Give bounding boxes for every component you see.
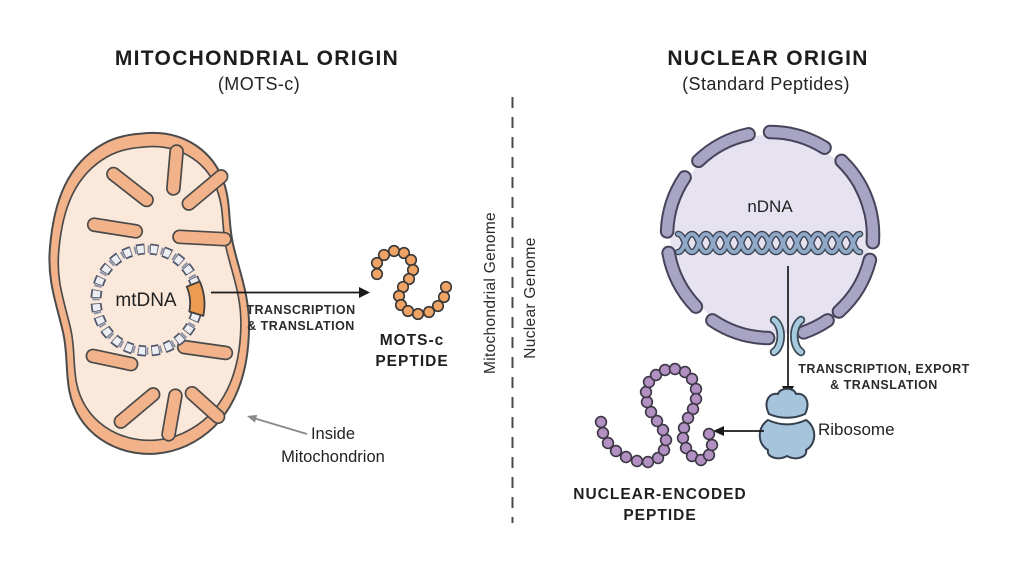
peptide-bead [422,305,436,319]
peptide-bead [650,414,664,428]
ribosome-label: Ribosome [818,420,895,439]
peptide-bead [659,433,673,447]
mtdna-label: mtDNA [115,290,177,311]
peptide-bead [439,280,453,294]
peptide-bead [387,244,401,258]
peptide-bead [601,436,615,450]
annotation-line1: Inside [310,425,356,443]
crista [172,229,232,247]
peptide-bead [401,304,415,318]
peptide-label-line1: NUCLEAR-ENCODED [573,486,747,503]
peptide-label-line2: PEPTIDE [623,507,697,524]
peptide-bead [644,405,658,419]
annotation-line2: Mitochondrion [281,448,385,466]
peptide-bead [609,444,623,458]
peptide-bead [630,454,644,468]
crista [166,144,184,196]
peptide-bead [411,307,425,321]
peptide-bead [657,443,671,457]
crista [86,217,144,239]
crista [184,385,226,425]
process-label-line2: & TRANSLATION [830,378,938,392]
peptide-bead [431,299,445,313]
left-panel-subtitle: (MOTS-c) [217,74,301,94]
cristae-group [85,144,234,442]
nuclear-envelope [661,126,879,344]
right-panel-title: NUCLEAR ORIGIN [667,47,869,70]
transcription-export-label: TRANSCRIPTION, EXPORT & TRANSLATION [798,361,970,393]
crista [181,169,229,211]
peptide-bead [705,438,719,452]
peptide-bead [702,427,716,441]
peptide-bead [685,372,699,386]
mitochondrion-illustration [48,131,251,455]
peptide-bead [702,448,716,462]
nuclear-genome-label: Nuclear Genome [522,237,539,359]
transcription-translation-label: TRANSCRIPTION & TRANSLATION [246,302,355,334]
peptide-bead [437,290,451,304]
nuclear-encoded-peptide-label: NUCLEAR-ENCODED PEPTIDE [573,484,746,526]
ndna-helix-icon [674,230,864,256]
arrowhead [359,287,370,298]
process-label-line2: & TRANSLATION [247,319,355,333]
peptide-bead [370,256,384,270]
peptide-bead [656,423,670,437]
right-panel-subtitle: (Standard Peptides) [682,74,850,94]
transcription-translation-arrow [211,287,370,298]
ndna-label: nDNA [747,197,793,216]
inside-mitochondrion-arrow [247,414,308,435]
peptide-label-line1: MOTS-c [379,332,445,349]
peptide-bead [594,415,608,429]
peptide-bead [677,421,691,435]
crista [106,166,154,208]
peptide-label-line2: PEPTIDE [375,353,449,370]
mitochondrial-genome-label: Mitochondrial Genome [482,212,499,374]
crista [176,339,234,361]
peptide-bead [596,426,610,440]
mtdna-orange-segment [185,280,206,317]
peptide-bead [651,451,665,465]
ribosome-to-peptide-arrow [713,426,764,436]
peptide-bead [658,363,672,377]
peptide-bead [397,246,411,260]
crista [161,388,183,442]
peptide-bead [679,441,693,455]
crista [85,348,139,372]
peptide-bead [404,253,418,267]
arrowhead [713,426,724,436]
arrowhead [247,414,258,423]
peptide-bead [640,395,654,409]
peptide-bead [689,392,703,406]
peptide-bead [619,450,633,464]
motsc-peptide-icon [370,244,453,321]
process-label-line1: TRANSCRIPTION [246,303,356,317]
motsc-peptide-label: MOTS-c PEPTIDE [375,330,448,372]
peptide-bead [377,248,391,262]
ribosome-icon [758,387,816,460]
peptide-bead [641,455,655,469]
inside-mitochondrion-label: Inside Mitochondrion [281,423,385,469]
process-label-line1: TRANSCRIPTION, EXPORT [798,362,970,376]
left-panel-title: MITOCHONDRIAL ORIGIN [114,47,400,70]
nucleus-illustration [659,124,881,357]
nuclear-pore-icon [769,315,806,357]
peptide-bead [370,267,384,281]
peptide-bead [668,362,682,376]
peptide-bead [402,272,416,286]
peptide-bead [639,385,653,399]
crista [113,387,161,429]
peptide-bead [676,431,690,445]
peptide-bead [681,411,695,425]
nuclear-peptide-icon [594,362,719,469]
peptide-bead [689,382,703,396]
